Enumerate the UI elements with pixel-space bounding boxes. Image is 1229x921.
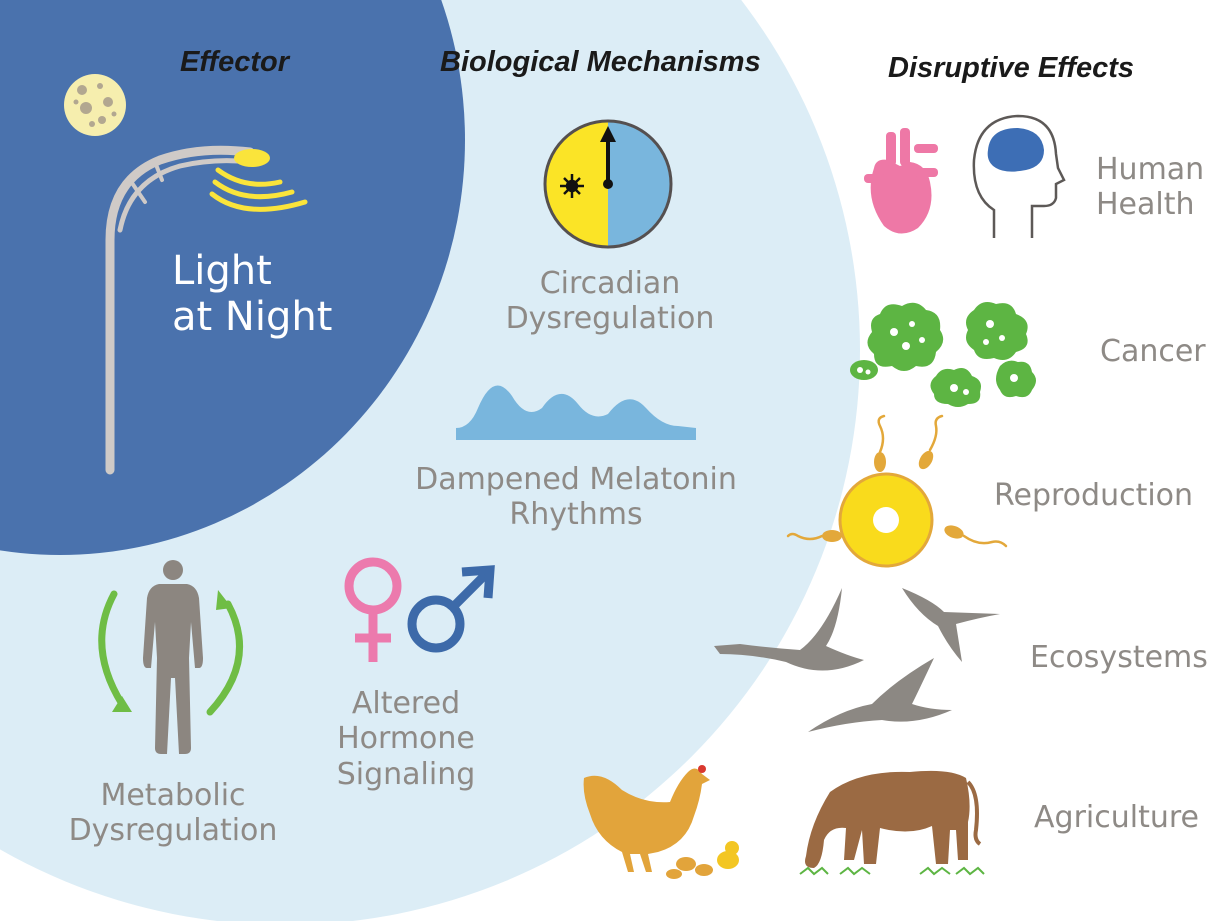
circadian-label: Circadian Dysregulation (500, 266, 720, 337)
chicken-with-chicks-icon (582, 760, 752, 880)
grazing-cow-icon (800, 764, 990, 882)
light-at-night-label: Light at Night (172, 248, 332, 340)
heart-icon (860, 128, 940, 240)
agriculture-label: Agriculture (1034, 800, 1199, 835)
metabolic-line2: Dysregulation (42, 813, 304, 848)
reproduction-label: Reproduction (994, 478, 1193, 513)
human-health-line1: Human (1096, 152, 1204, 187)
header-disruptive-effects: Disruptive Effects (888, 52, 1134, 85)
header-biological-mechanisms: Biological Mechanisms (440, 46, 761, 79)
human-health-line2: Health (1096, 187, 1204, 222)
metabolic-label: Metabolic Dysregulation (42, 778, 304, 849)
header-effector: Effector (180, 46, 289, 79)
light-at-night-line2: at Night (172, 294, 332, 340)
circadian-line1: Circadian (500, 266, 720, 301)
melatonin-label: Dampened Melatonin Rhythms (398, 462, 754, 533)
cancer-cells-icon (846, 296, 1042, 406)
hormone-label: Altered Hormone Signaling (326, 686, 486, 792)
human-health-label: Human Health (1096, 152, 1204, 223)
hormone-line3: Signaling (326, 757, 486, 792)
melatonin-line1: Dampened Melatonin (398, 462, 754, 497)
cancer-label: Cancer (1100, 334, 1206, 369)
hormone-line1: Altered (326, 686, 486, 721)
brain-shape (988, 128, 1044, 172)
melatonin-line2: Rhythms (398, 497, 754, 532)
light-at-night-line1: Light (172, 248, 332, 294)
human-figure-icon (137, 558, 209, 758)
circadian-clock-icon (542, 118, 674, 250)
circadian-line2: Dysregulation (500, 301, 720, 336)
male-symbol-icon (404, 566, 496, 658)
head-brain-icon (966, 110, 1062, 240)
ecosystems-label: Ecosystems (1030, 640, 1208, 675)
metabolic-line1: Metabolic (42, 778, 304, 813)
melatonin-waves-icon (456, 374, 696, 440)
female-symbol-icon (340, 556, 406, 666)
flying-birds-icon (712, 584, 1012, 744)
moon-icon (62, 72, 128, 138)
egg-sperm-icon (788, 416, 1008, 566)
hormone-line2: Hormone (326, 721, 486, 756)
